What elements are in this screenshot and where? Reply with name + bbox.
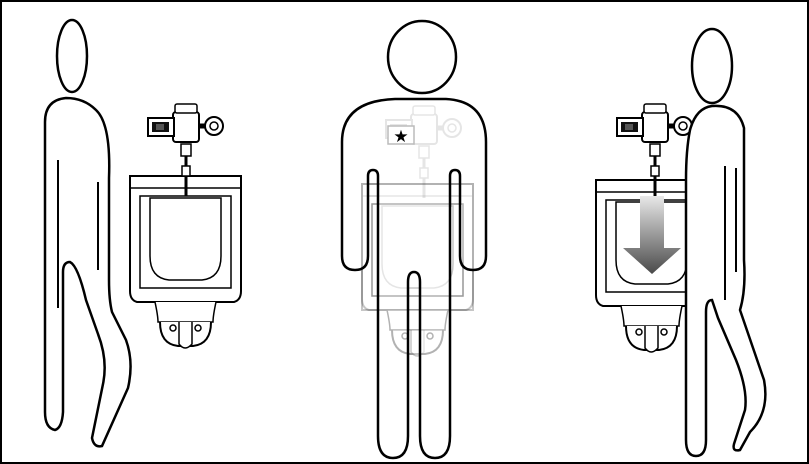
flush-down-arrow-icon bbox=[623, 196, 681, 274]
active-star-icon: ★ bbox=[393, 127, 408, 147]
panel-in-use: ★ bbox=[340, 19, 488, 460]
person-walking-away-icon bbox=[684, 27, 767, 458]
panel-flush bbox=[595, 27, 767, 458]
person-walking-icon bbox=[43, 18, 132, 448]
panel-approach bbox=[43, 18, 242, 448]
person-front-icon: ★ bbox=[340, 19, 488, 460]
